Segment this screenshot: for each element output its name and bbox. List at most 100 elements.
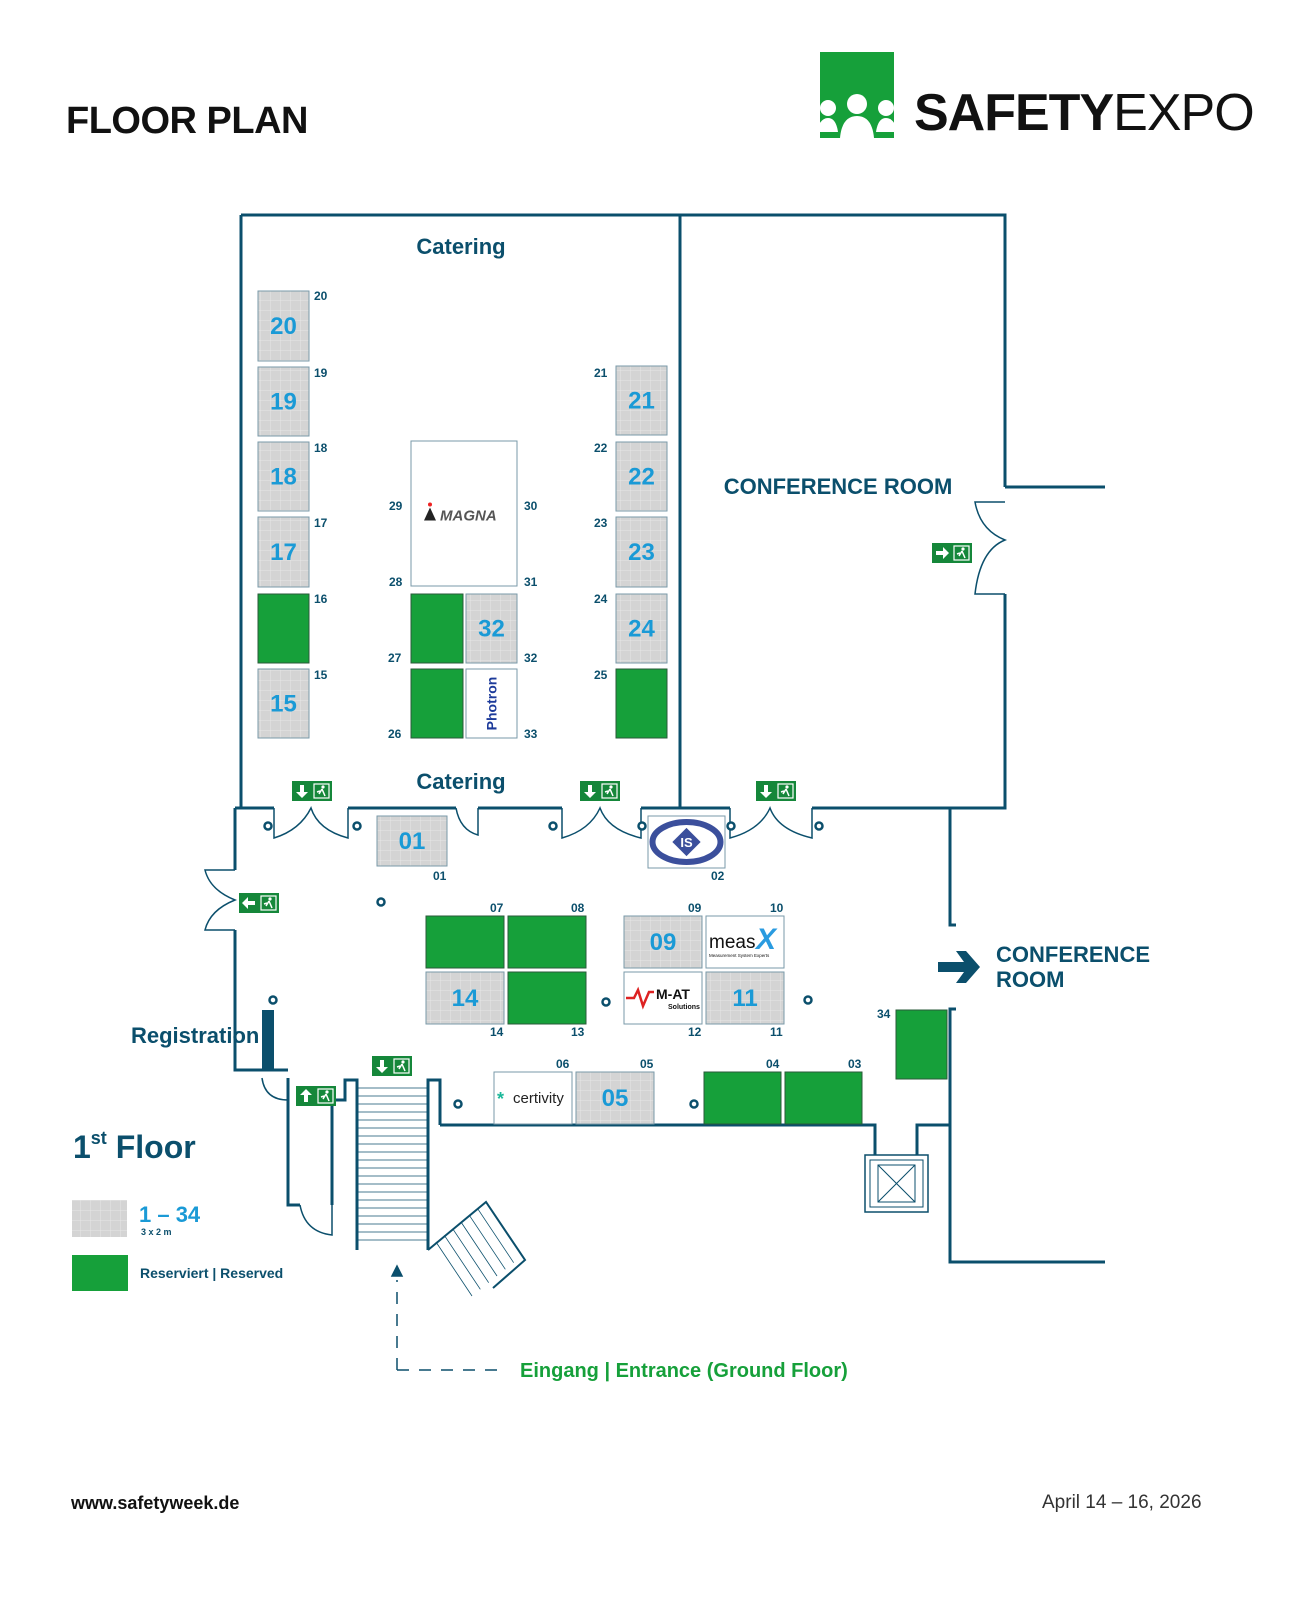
stair-left-wall	[286, 1078, 359, 1250]
booth-area[interactable]	[615, 593, 668, 664]
booth-area[interactable]	[465, 593, 518, 664]
stair-step	[444, 1235, 481, 1290]
arrow-down-icon	[296, 785, 308, 798]
booth-area[interactable]	[507, 915, 587, 969]
running-man-frame	[317, 1088, 334, 1104]
booth-area[interactable]	[615, 441, 668, 512]
hall-outline	[241, 213, 1007, 487]
booth-label: 18	[314, 441, 328, 455]
booth-number: 18	[270, 464, 297, 491]
booth-area[interactable]	[703, 1071, 782, 1125]
arrow-right-icon	[936, 547, 949, 559]
booth-26[interactable]: 26	[388, 668, 464, 741]
booth-04[interactable]: 04	[703, 1057, 782, 1125]
booth-area[interactable]	[257, 366, 310, 437]
booth-number: 11	[732, 985, 757, 1012]
booth-08[interactable]: 08	[507, 901, 587, 969]
running-man-icon	[961, 547, 965, 551]
booth-label: 06	[556, 1057, 570, 1071]
stair-step	[477, 1208, 514, 1263]
booth-16[interactable]: 16	[257, 592, 328, 664]
legend-reserved-swatch	[72, 1255, 128, 1291]
booth-label: 08	[571, 901, 585, 915]
booth-area[interactable]	[257, 516, 310, 588]
booth-13[interactable]: 13	[507, 971, 587, 1039]
booth-area[interactable]	[623, 915, 703, 969]
booth-area[interactable]	[575, 1071, 655, 1125]
exhibitor-name: IS	[680, 835, 693, 850]
booth-area[interactable]	[615, 668, 668, 739]
pulse-icon	[626, 986, 654, 1010]
booth-area[interactable]	[410, 593, 464, 664]
catering-bottom-label: Catering	[416, 769, 505, 794]
booth-label: 28	[389, 575, 403, 589]
footer-url-link[interactable]: www.safetyweek.de	[71, 1493, 240, 1513]
booth-area[interactable]	[425, 915, 505, 969]
conference-pointer-line1[interactable]: CONFERENCE	[996, 942, 1150, 967]
booth-label: 22	[594, 441, 608, 455]
booth-area[interactable]	[615, 365, 668, 436]
stair-step	[469, 1215, 506, 1270]
booth-area[interactable]	[425, 971, 505, 1025]
exit-sign-down	[372, 1056, 412, 1076]
booth-label: 09	[688, 901, 702, 915]
booth-area[interactable]	[257, 290, 310, 362]
booth-area[interactable]	[410, 668, 464, 739]
booth-label: 07	[490, 901, 504, 915]
booth-area[interactable]	[705, 971, 785, 1025]
legend-reserved-label: Reserviert | Reserved	[140, 1265, 284, 1281]
booth-03[interactable]: 03	[784, 1057, 863, 1125]
arrow-down-icon	[584, 785, 596, 798]
legend-range: 1 – 34	[139, 1202, 201, 1227]
booth-area[interactable]	[705, 915, 785, 969]
people-icon	[816, 52, 898, 138]
booth-area[interactable]	[623, 971, 703, 1025]
booth-area[interactable]	[507, 971, 587, 1025]
booth-07[interactable]: 07	[425, 901, 505, 969]
magna-logo-icon	[424, 507, 436, 521]
booth-area[interactable]	[493, 1071, 573, 1125]
safetyexpo-logo[interactable]: SAFETYEXPO	[816, 52, 1255, 140]
conference-pointer-line2[interactable]: ROOM	[996, 967, 1064, 992]
booth-area[interactable]	[784, 1071, 863, 1125]
booth-area[interactable]	[615, 516, 668, 588]
arrow-down-icon	[760, 785, 772, 798]
stair-step	[460, 1221, 498, 1277]
is-logo-icon	[649, 819, 724, 865]
booth-area[interactable]	[257, 593, 310, 664]
booth-area[interactable]	[376, 815, 448, 867]
booth-label: 29	[389, 499, 403, 513]
booth-label: 20	[314, 289, 328, 303]
booth-27[interactable]: 27	[388, 593, 464, 665]
booth-area[interactable]	[257, 441, 310, 512]
booth-number: 05	[602, 1085, 629, 1112]
booth-area[interactable]	[465, 668, 518, 739]
booth-25[interactable]: 25	[594, 668, 668, 739]
booth-34[interactable]: 34	[877, 1007, 948, 1080]
booth-area[interactable]	[895, 1009, 948, 1080]
booth-label: 21	[594, 366, 608, 380]
booth-area[interactable]	[257, 668, 310, 739]
exit-sign-right	[932, 543, 972, 563]
